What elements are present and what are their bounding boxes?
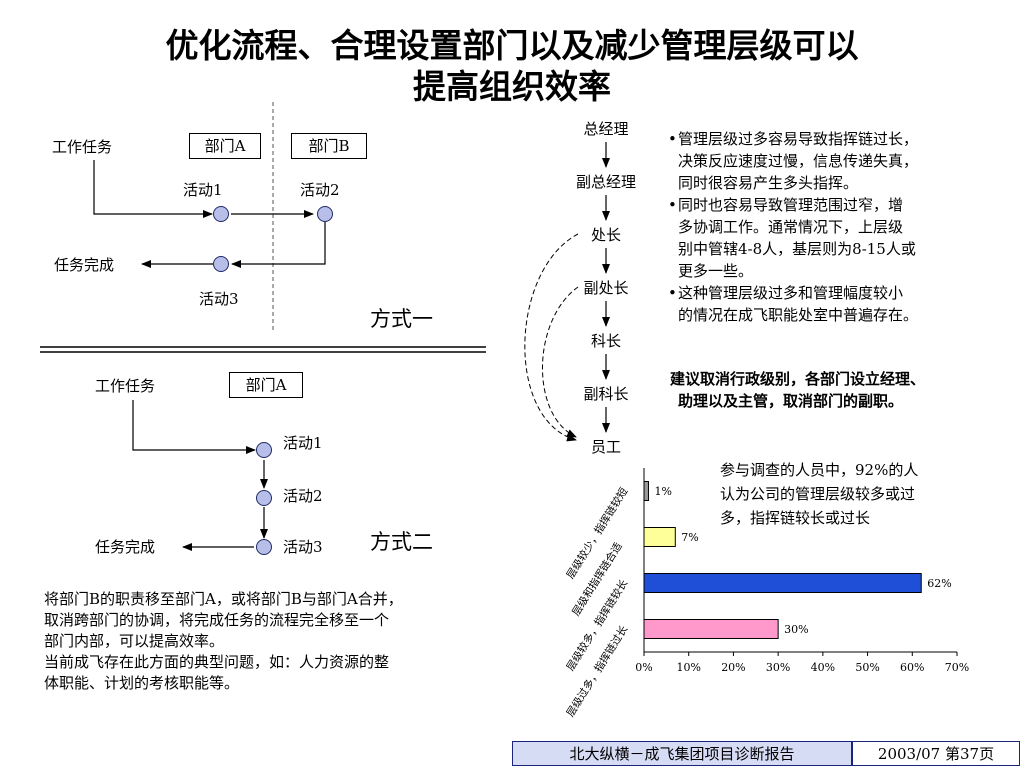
method2-label: 方式二 xyxy=(370,530,433,554)
chart-x-tick-label: 60% xyxy=(900,661,924,674)
paragraph-line: 当前成飞存在此方面的典型问题，如：人力资源的整 xyxy=(44,653,390,671)
m1-activity1-node xyxy=(213,206,229,222)
m1-activity2-node xyxy=(317,206,333,222)
bullet-dot-icon: • xyxy=(668,130,677,148)
chart-x-tick-label: 70% xyxy=(945,661,969,674)
hier-staff: 员工 xyxy=(590,438,621,456)
hier-general-manager: 总经理 xyxy=(583,120,629,138)
paragraph-line: 体职能、计划的考核职能等。 xyxy=(44,674,240,692)
bullet-line: 决策反应速度过慢，信息传递失真， xyxy=(678,152,919,170)
bullet-line: 多协调工作。通常情况下，上层级 xyxy=(678,218,904,236)
m1-task-done-label: 任务完成 xyxy=(54,256,115,274)
m2-activity2-label: 活动2 xyxy=(283,487,323,505)
flow-activity2-to-activity3 xyxy=(231,222,326,268)
chart-x-tick-label: 0% xyxy=(635,661,652,674)
hier-section-head: 科长 xyxy=(590,332,621,350)
bullet-item: • 这种管理层级过多和管理幅度较小 的情况在成飞职能处室中普遍存在。 xyxy=(668,282,1013,326)
method1-label: 方式一 xyxy=(370,307,433,331)
m2-activity1-label: 活动1 xyxy=(283,434,323,452)
recommendation-text: 建议取消行政级别，各部门设立经理、 助理以及主管，取消部门的副职。 xyxy=(670,368,925,412)
m1-activity3-label: 活动3 xyxy=(199,290,239,308)
m1-activity2-label: 活动2 xyxy=(300,181,340,199)
recommendation-line: 助理以及主管，取消部门的副职。 xyxy=(678,392,904,410)
chart-x-tick-label: 40% xyxy=(811,661,835,674)
chart-x-tick-label: 10% xyxy=(676,661,700,674)
survey-note: 参与调查的人员中，92%的人 认为公司的管理层级较多或过 多，指挥链较长或过长 xyxy=(720,458,918,530)
chart-x-tick-label: 50% xyxy=(855,661,879,674)
paragraph-line: 部门内部，可以提高效率。 xyxy=(44,632,225,650)
chart-bar xyxy=(643,619,779,639)
footer-report-title: 北大纵横－成飞集团项目诊断报告 xyxy=(512,741,852,766)
bullet-line: 的情况在成飞职能处室中普遍存在。 xyxy=(678,306,919,324)
chart-value-label: 62% xyxy=(927,577,951,590)
m2-activity3-node xyxy=(256,539,272,555)
hier-deputy-section-head: 副科长 xyxy=(583,385,629,403)
m2-task-done-label: 任务完成 xyxy=(95,538,156,556)
paragraph-line: 取消跨部门的协调，将完成任务的流程完全移至一个 xyxy=(44,611,390,629)
bullet-dot-icon: • xyxy=(668,196,677,214)
m2-work-task-label: 工作任务 xyxy=(95,377,156,395)
chart-bar xyxy=(643,527,676,547)
m1-dept-b-box: 部门B xyxy=(291,133,367,159)
hier-deputy-division-head: 副处长 xyxy=(583,279,629,297)
bullet-line: 同时也容易导致管理范围过窄，增 xyxy=(678,196,904,214)
page-title-line2: 提高组织效率 xyxy=(413,67,611,106)
skip-curve-outer xyxy=(524,233,579,442)
m1-activity1-label: 活动1 xyxy=(183,181,223,199)
bullet-line: 别中管辖4-8人，基层则为8-15人或 xyxy=(678,240,916,258)
flow2-task-to-activity1 xyxy=(132,400,256,454)
bullet-line: 管理层级过多容易导致指挥链过长， xyxy=(678,130,919,148)
bullet-line: 更多一些。 xyxy=(678,262,754,280)
chart-x-tick-label: 20% xyxy=(721,661,745,674)
chart-category-label: 层级和指挥链合适 xyxy=(569,540,625,619)
chart-value-label: 1% xyxy=(654,485,671,498)
explanation-paragraph: 将部门B的职责移至部门A，或将部门B与部门A合并， 取消跨部门的协调，将完成任务… xyxy=(44,589,514,694)
bullet-list: • 管理层级过多容易导致指挥链过长， 决策反应速度过慢，信息传递失真， 同时很容… xyxy=(668,128,1013,326)
paragraph-line: 将部门B的职责移至部门A，或将部门B与部门A合并， xyxy=(44,590,403,608)
page-title-line1: 优化流程、合理设置部门以及减少管理层级可以 xyxy=(165,26,859,65)
chart-bar xyxy=(643,573,922,593)
chart-value-label: 7% xyxy=(681,531,698,544)
skip-curve-inner xyxy=(542,286,579,438)
recommendation-line: 建议取消行政级别，各部门设立经理、 xyxy=(670,370,926,388)
m1-dept-a-box: 部门A xyxy=(189,133,261,159)
m2-activity2-node xyxy=(256,490,272,506)
chart-x-tick-label: 30% xyxy=(766,661,790,674)
flow-task-to-activity1 xyxy=(93,160,213,218)
bullet-item: • 同时也容易导致管理范围过窄，增 多协调工作。通常情况下，上层级 别中管辖4-… xyxy=(668,194,1013,282)
chart-category-label: 层级较少，指挥链较短 xyxy=(564,485,631,581)
hier-deputy-general-manager: 副总经理 xyxy=(575,173,636,191)
footer-page-info: 2003/07 第37页 xyxy=(852,741,1020,766)
m1-activity3-node xyxy=(213,256,229,272)
survey-note-line: 认为公司的管理层级较多或过 xyxy=(720,485,916,503)
bullet-line: 这种管理层级过多和管理幅度较小 xyxy=(678,284,904,302)
m1-work-task-label: 工作任务 xyxy=(52,138,113,156)
m2-activity1-node xyxy=(256,442,272,458)
bullet-item: • 管理层级过多容易导致指挥链过长， 决策反应速度过慢，信息传递失真， 同时很容… xyxy=(668,128,1013,194)
m2-dept-a-box: 部门A xyxy=(229,372,303,398)
survey-note-line: 多，指挥链较长或过长 xyxy=(720,509,871,527)
bullet-line: 同时很容易产生多头指挥。 xyxy=(678,174,859,192)
hier-division-head: 处长 xyxy=(590,226,621,244)
survey-note-line: 参与调查的人员中，92%的人 xyxy=(720,461,919,479)
bullet-dot-icon: • xyxy=(668,284,677,302)
chart-value-label: 30% xyxy=(784,623,808,636)
m2-activity3-label: 活动3 xyxy=(283,538,323,556)
chart-bar xyxy=(643,481,649,501)
